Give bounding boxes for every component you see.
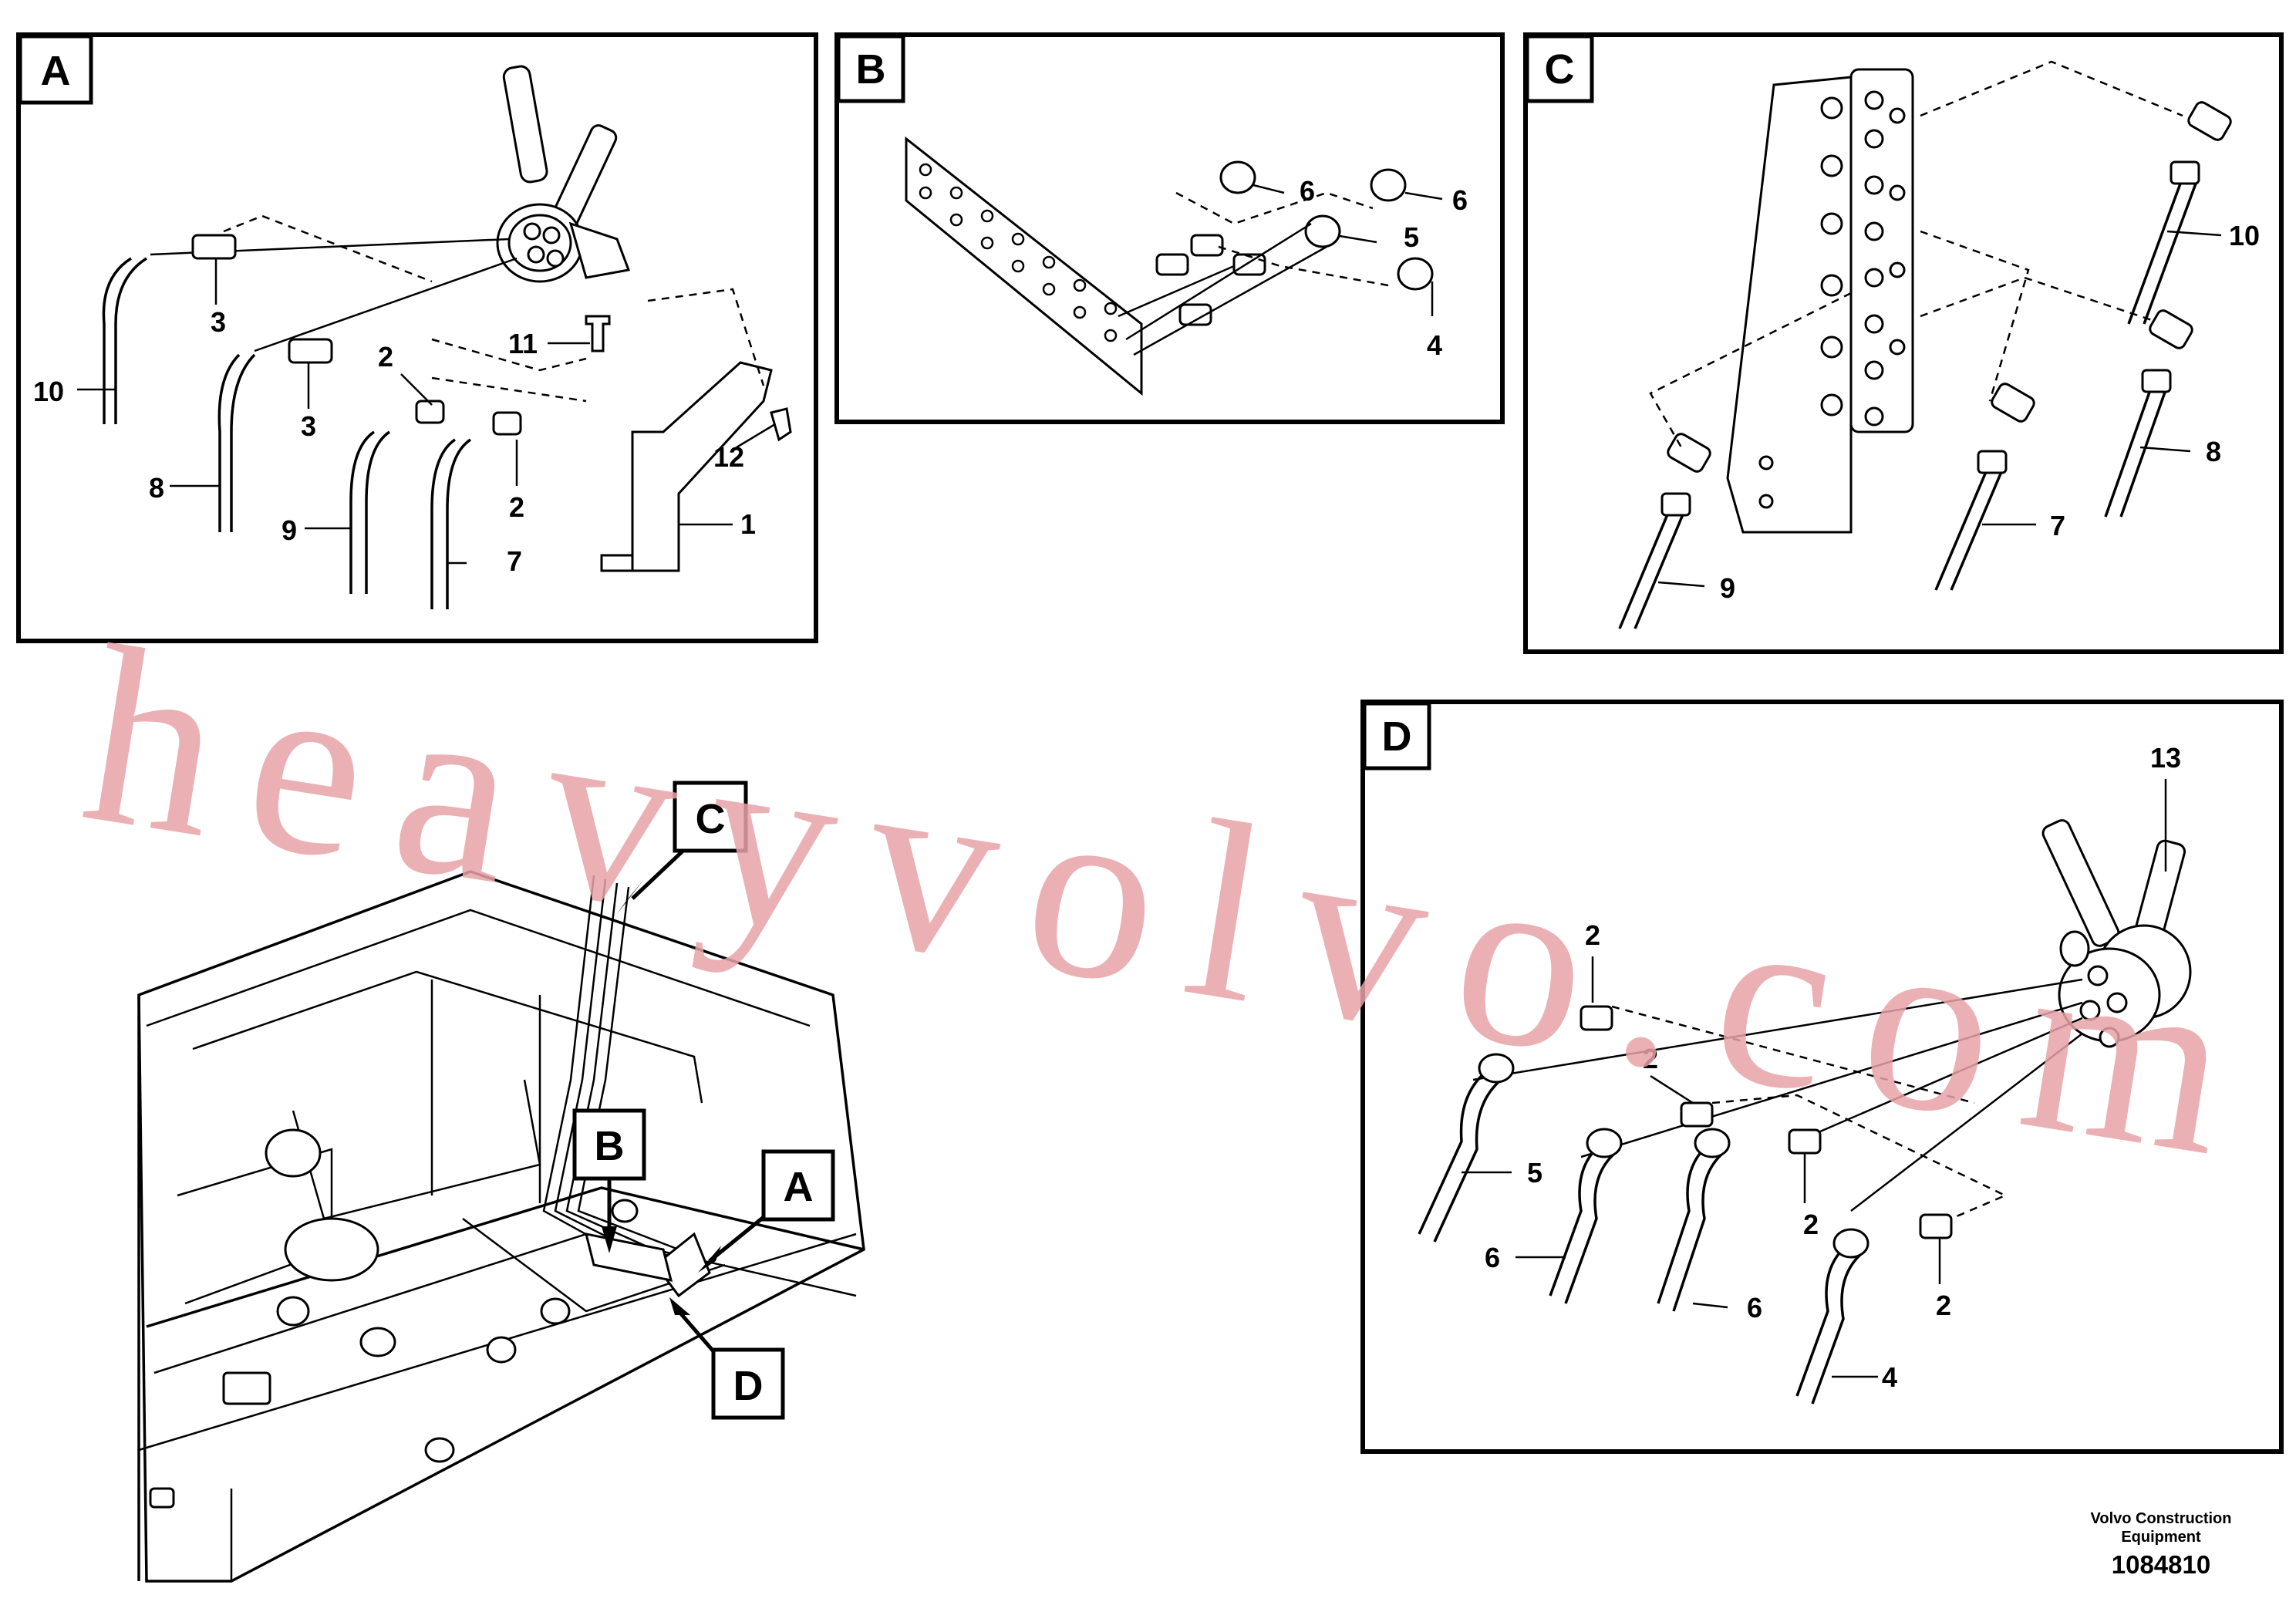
fittings-b [1155, 160, 1434, 326]
panel-d: D [1360, 700, 2284, 1454]
svg-text:B: B [595, 1123, 625, 1169]
callout-d-13: 13 [2150, 742, 2181, 774]
panel-c: C [1523, 32, 2284, 654]
callout-a-3-top: 3 [211, 306, 226, 338]
callout-d-2-top: 2 [1585, 919, 1600, 951]
callout-b-6-left: 6 [1300, 175, 1315, 207]
callout-c-10: 10 [2229, 220, 2260, 251]
callout-a-2-right: 2 [509, 491, 524, 523]
svg-text:D: D [733, 1363, 764, 1409]
callout-d-5: 5 [1527, 1157, 1542, 1189]
callout-b-4: 4 [1427, 329, 1442, 361]
footer: Volvo Construction Equipment 1084810 [2091, 1510, 2232, 1579]
panel-b: B 6 6 [834, 32, 1505, 424]
panel-c-letter: C [1545, 46, 1575, 93]
panel-a-label-box [18, 34, 93, 105]
callout-d-2-upper-mid: 2 [1643, 1043, 1658, 1074]
panel-d-label-box [1362, 701, 1431, 771]
callout-a-9: 9 [282, 514, 297, 546]
callout-d-2-bottom: 2 [1936, 1290, 1951, 1321]
panel-d-letter: D [1382, 713, 1412, 760]
overview-ref-c: C [673, 781, 748, 853]
callout-d-4: 4 [1882, 1361, 1897, 1393]
callout-a-10: 10 [33, 376, 64, 407]
callout-d-6-left: 6 [1485, 1242, 1500, 1273]
callout-d-6-right: 6 [1747, 1292, 1762, 1324]
footer-company-line1: Volvo Construction [2091, 1510, 2232, 1527]
mounting-plate-c [1726, 76, 1853, 534]
overview-ref-b: B [572, 1108, 646, 1181]
footer-doc-number: 1084810 [2112, 1550, 2210, 1579]
callout-b-5: 5 [1404, 221, 1419, 253]
svg-text:A: A [784, 1164, 814, 1210]
callout-a-12: 12 [713, 441, 744, 473]
callout-a-7: 7 [507, 545, 522, 577]
bolt-12 [770, 407, 792, 442]
panel-b-label-box [836, 34, 905, 103]
callout-a-11: 11 [508, 328, 538, 359]
panel-c-label-box [1525, 34, 1594, 103]
callout-c-8: 8 [2206, 436, 2221, 467]
callout-d-2-lower-mid: 2 [1803, 1209, 1819, 1240]
overview-ref-d: D [711, 1347, 785, 1420]
bolt-11 [585, 315, 611, 352]
callout-c-7: 7 [2050, 510, 2065, 541]
callout-a-1: 1 [740, 508, 756, 540]
overview-ref-a: A [761, 1149, 835, 1222]
panel-a-letter: A [41, 48, 71, 94]
joystick-assembly-a [496, 65, 631, 283]
watermark-text: heavyvolvo.com [69, 593, 2246, 1209]
joystick-assembly-d [2041, 819, 2192, 1048]
panel-b-letter: B [856, 46, 886, 93]
svg-text:C: C [696, 796, 726, 842]
footer-company-line2: Equipment [2121, 1529, 2201, 1546]
callout-b-6-right: 6 [1452, 184, 1468, 216]
watermark: heavyvolvo.com [69, 593, 2246, 1209]
callout-a-8: 8 [149, 472, 164, 504]
callout-c-9: 9 [1720, 572, 1735, 604]
callout-a-3-mid: 3 [301, 410, 316, 442]
panel-a: A [16, 32, 818, 643]
bracket-1 [602, 361, 773, 572]
valve-block-c [1849, 68, 1914, 433]
callout-a-2-left: 2 [378, 341, 393, 373]
